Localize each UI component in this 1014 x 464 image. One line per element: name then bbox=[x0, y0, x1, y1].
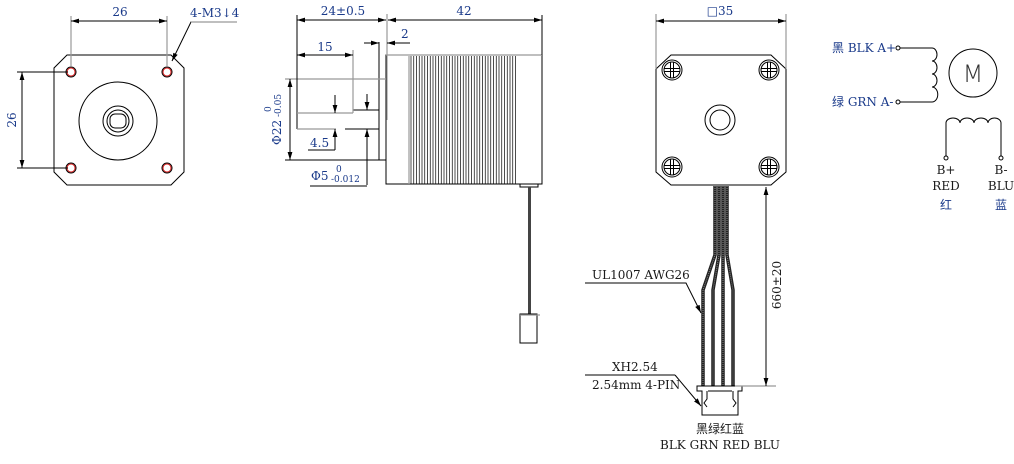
shaft-outer bbox=[102, 105, 134, 137]
dim-boss-diameter-value: Φ22 bbox=[270, 120, 284, 145]
dim-boss-tol-lower: -0.05 bbox=[274, 94, 284, 117]
wire-colors-en: BLK GRN RED BLU bbox=[660, 438, 780, 452]
label-b-minus-cn: 蓝 bbox=[995, 198, 1007, 212]
screw-icon bbox=[661, 156, 683, 178]
dim-vertical: 26 bbox=[5, 112, 19, 127]
coil-b bbox=[945, 117, 1002, 156]
dim-boss-tol-upper: 0 bbox=[264, 106, 274, 112]
screw-icon bbox=[758, 59, 780, 81]
bearing-outer bbox=[704, 104, 736, 136]
connector-type: XH2.54 bbox=[612, 360, 658, 374]
dim-boss-diameter: Φ22 0 -0.05 bbox=[264, 94, 284, 145]
side-view: 24±0.5 42 2 15 Φ22 0 -0.05 4.5 Φ5 0 -0.0… bbox=[264, 4, 543, 344]
shaft-flat bbox=[109, 113, 127, 129]
motor-label: M bbox=[963, 60, 984, 88]
terminal-b-plus bbox=[943, 155, 949, 161]
screw-icon bbox=[758, 156, 780, 178]
dim-shaft-15: 15 bbox=[317, 40, 332, 54]
dim-shaft-diameter: Φ5 bbox=[311, 169, 328, 183]
label-b-minus-color: BLU bbox=[988, 179, 1014, 193]
label-b-plus-color: RED bbox=[932, 179, 959, 193]
connector-side bbox=[519, 313, 538, 344]
wire-spec: UL1007 AWG26 bbox=[592, 268, 690, 282]
mounting-hole bbox=[161, 162, 173, 174]
thread-callout: 4-M3↓4 bbox=[190, 6, 240, 20]
label-b-minus: B- bbox=[994, 163, 1007, 177]
label-a-plus: 黑 BLK A+ bbox=[832, 41, 896, 55]
connector-spec: 2.54mm 4-PIN bbox=[592, 378, 680, 392]
label-a-minus: 绿 GRN A- bbox=[832, 94, 893, 109]
terminal-a-plus bbox=[895, 45, 901, 51]
dim-horizontal: 26 bbox=[112, 5, 127, 19]
terminal-a-minus bbox=[895, 99, 901, 105]
dim-body-length: 42 bbox=[456, 4, 471, 18]
dim-shaft-tol-upper: 0 bbox=[336, 165, 342, 175]
coil-a bbox=[900, 47, 939, 103]
cooling-fins bbox=[410, 56, 516, 184]
dim-boss-height: 2 bbox=[401, 27, 409, 41]
connector bbox=[696, 385, 743, 416]
dim-flange-to-shaft: 24±0.5 bbox=[321, 4, 365, 18]
mounting-hole bbox=[161, 66, 173, 78]
front-flange-view: 26 26 4-M3↓4 bbox=[5, 5, 240, 186]
wire-colors-cn: 黑绿红蓝 bbox=[696, 421, 744, 436]
dim-shaft-tol-lower: -0.012 bbox=[331, 175, 360, 185]
screw-icon bbox=[661, 59, 683, 81]
rear-view: □35 660±20 UL1007 AWG26 XH2.54 2.54mm 4-… bbox=[585, 4, 787, 452]
cable bbox=[528, 187, 531, 314]
cable-exit bbox=[519, 183, 539, 188]
label-b-plus: B+ bbox=[937, 163, 956, 177]
bearing-inner bbox=[709, 109, 731, 131]
wiring-schematic: 黑 BLK A+ 绿 GRN A- M B+ RED 红 B- BLU 蓝 bbox=[832, 41, 1014, 212]
dim-flat: 4.5 bbox=[310, 136, 329, 150]
label-b-plus-cn: 红 bbox=[940, 197, 952, 212]
motor-symbol bbox=[948, 48, 998, 98]
dim-square: □35 bbox=[707, 4, 734, 18]
boss-circle bbox=[78, 81, 158, 161]
lead-wires bbox=[701, 186, 735, 386]
rear-outline bbox=[655, 54, 787, 186]
dim-lead-length: 660±20 bbox=[770, 261, 784, 309]
terminal-b-minus bbox=[998, 155, 1004, 161]
